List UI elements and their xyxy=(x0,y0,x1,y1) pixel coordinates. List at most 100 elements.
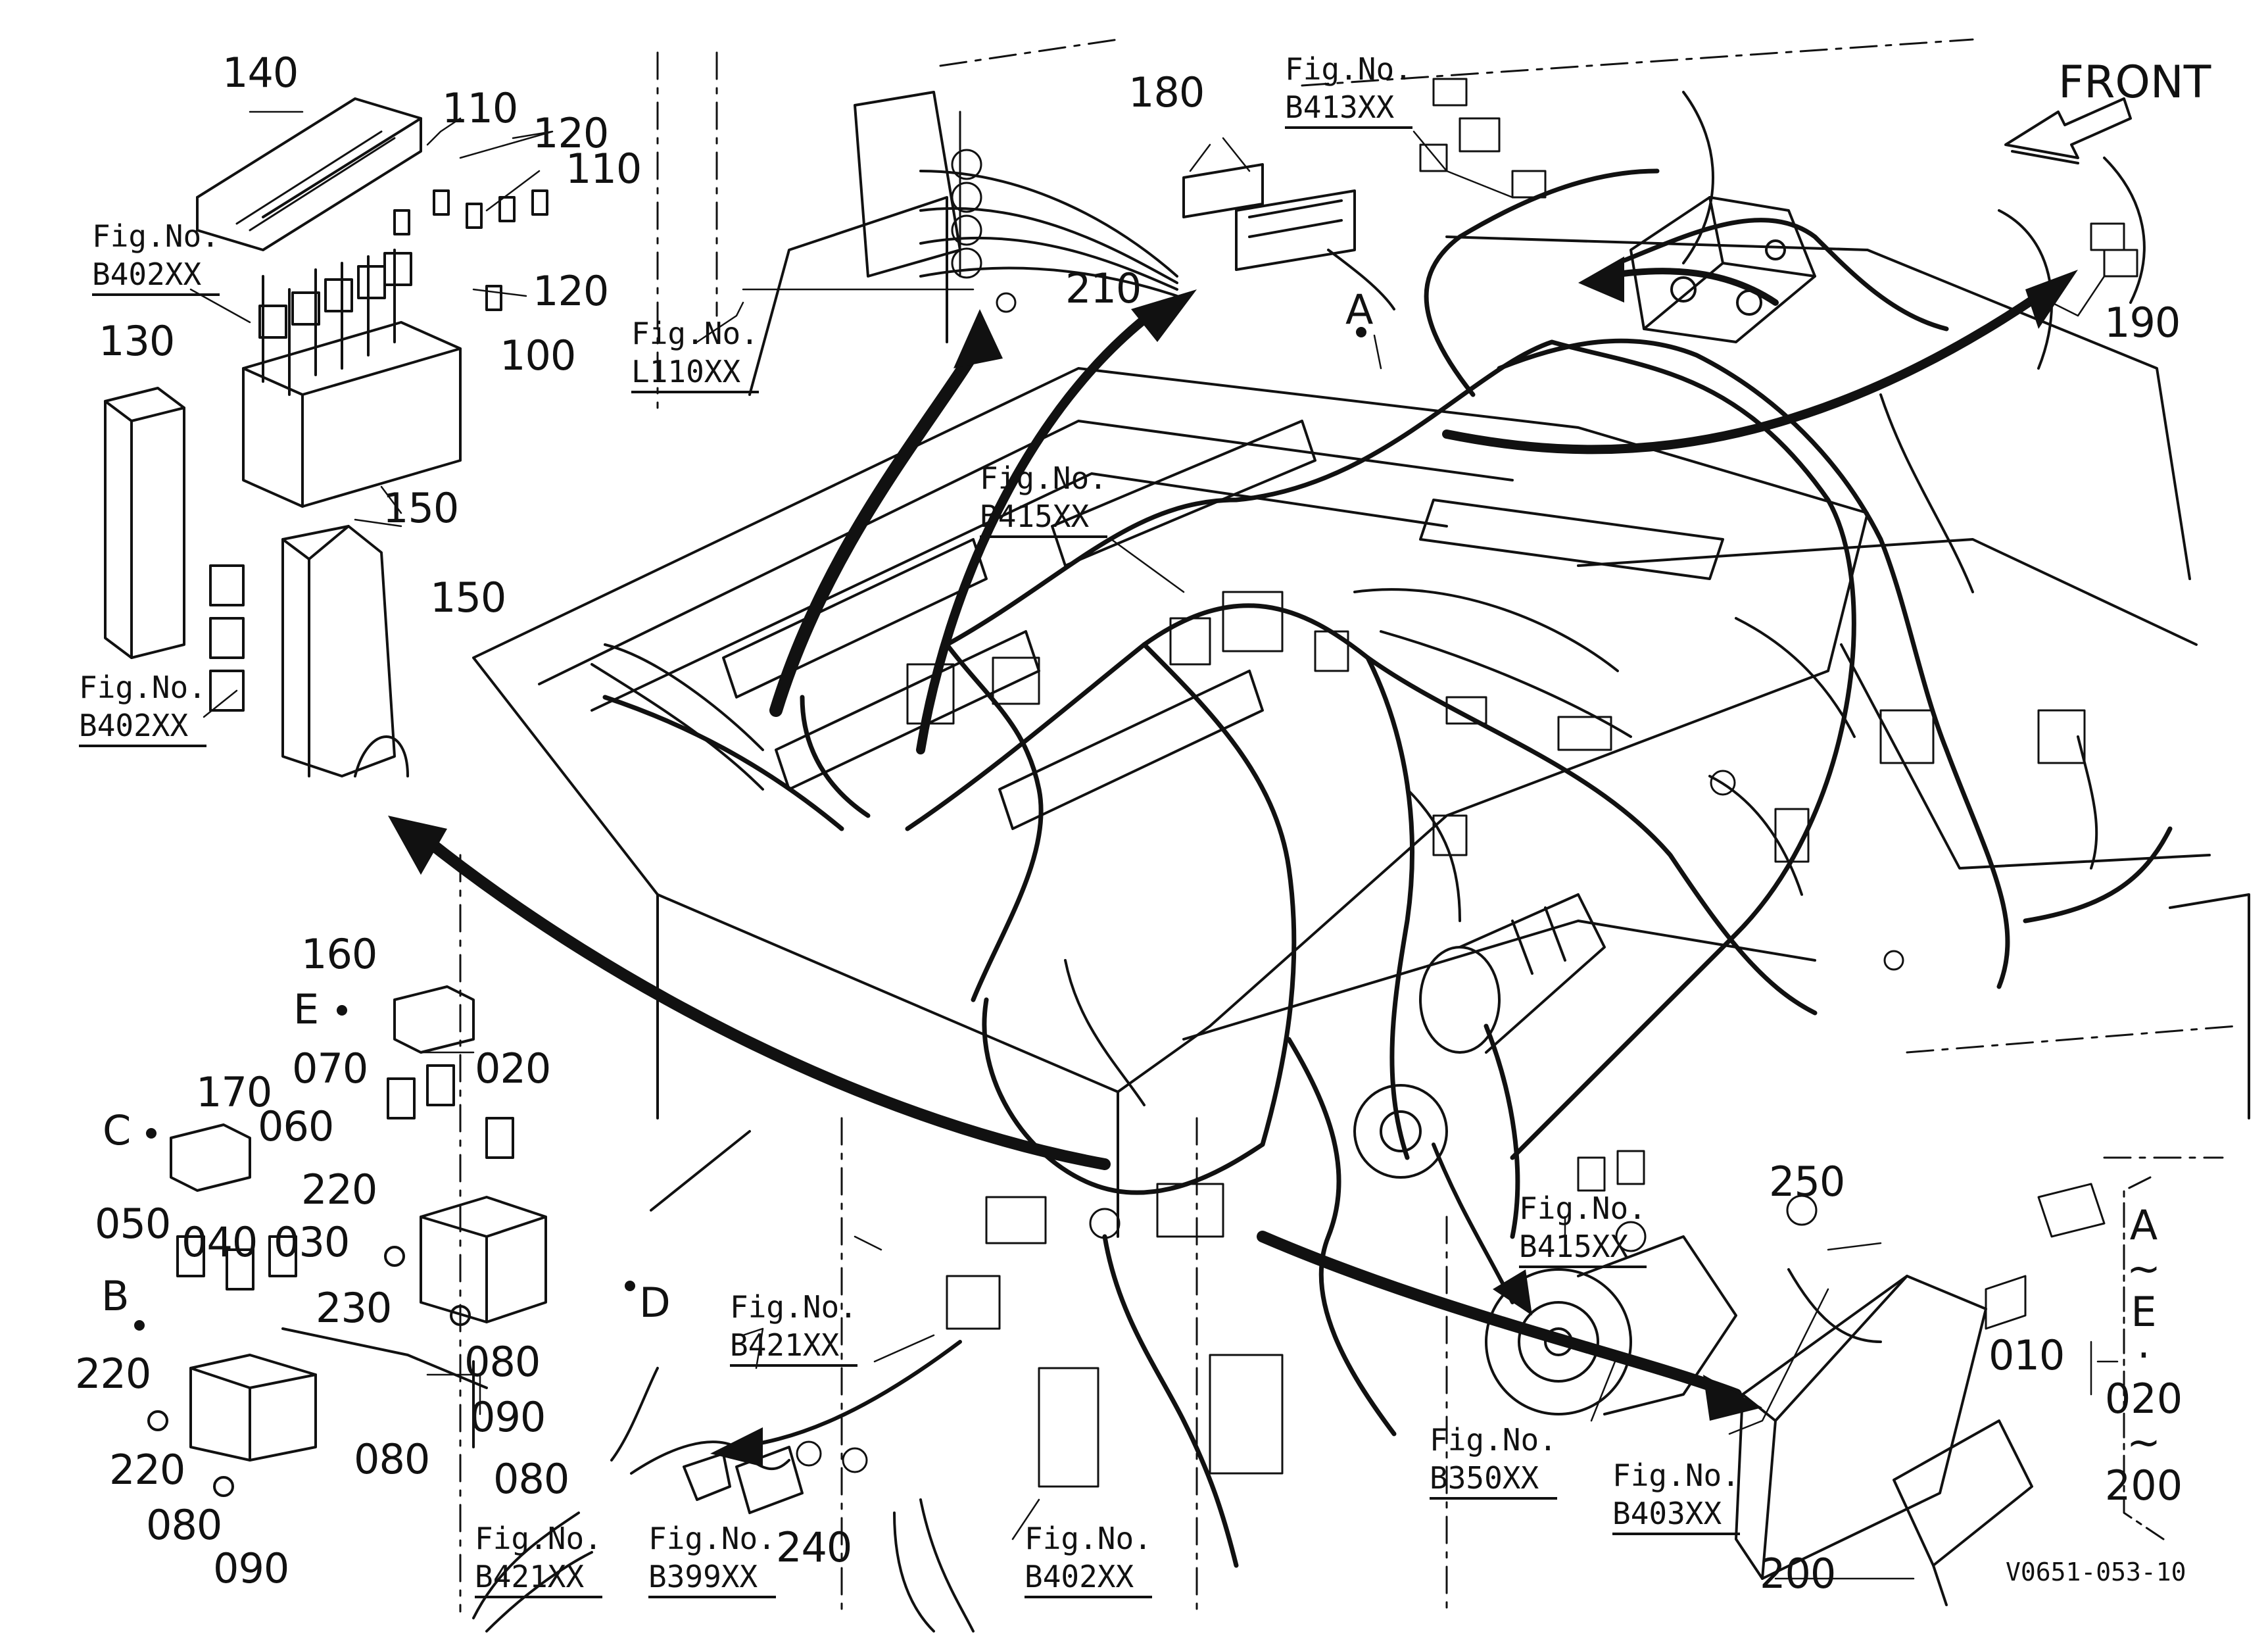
callout-C: C xyxy=(103,1106,132,1154)
front-arrow xyxy=(2004,97,2132,164)
part-label-110: 110 xyxy=(442,84,518,132)
callout-A: A xyxy=(1345,285,1374,333)
figure-reference-prefix: Fig.No. xyxy=(1430,1422,1557,1458)
legend-number: 010 xyxy=(1989,1331,2065,1379)
figure-reference-number: B403XX xyxy=(1612,1494,1740,1535)
part-label-170: 170 xyxy=(196,1068,272,1116)
figure-reference-number: B399XX xyxy=(648,1558,776,1598)
figure-reference[interactable]: Fig.No. B421XX xyxy=(475,1519,602,1598)
main-harness xyxy=(602,168,2173,1568)
part-label-070: 070 xyxy=(292,1045,368,1093)
figure-reference[interactable]: Fig.No. B415XX xyxy=(980,459,1107,538)
figure-reference[interactable]: Fig.No. B413XX xyxy=(1285,50,1412,129)
part-label-230: 230 xyxy=(316,1284,392,1332)
figure-reference-number: B415XX xyxy=(980,497,1107,538)
part-label-140: 140 xyxy=(222,49,299,97)
part-label-180: 180 xyxy=(1128,68,1205,116)
figure-reference-number: B402XX xyxy=(79,706,206,747)
part-label-190: 190 xyxy=(2104,299,2181,347)
legend-line: 200 xyxy=(2104,1462,2183,1510)
callout-dots xyxy=(134,327,1366,1331)
legend-line: ~ xyxy=(2127,1244,2161,1292)
callout-E: E xyxy=(293,985,320,1033)
part-label-130: 130 xyxy=(99,317,175,365)
callout-D: D xyxy=(639,1279,671,1327)
figure-reference-prefix: Fig.No. xyxy=(631,316,759,351)
legend-line: ~ xyxy=(2127,1418,2161,1466)
flow-arrows xyxy=(415,268,2043,1449)
figure-reference-number: B421XX xyxy=(475,1558,602,1598)
figure-reference[interactable]: Fig.No. B421XX xyxy=(730,1288,857,1367)
figure-reference[interactable]: Fig.No. B402XX xyxy=(79,668,206,747)
part-label-080: 080 xyxy=(493,1455,569,1503)
legend-range: A ~ E · 020 ~ 200 xyxy=(2098,1204,2190,1508)
part-label-120: 120 xyxy=(533,109,609,157)
figure-reference-prefix: Fig.No. xyxy=(980,460,1107,496)
figure-reference-number: B350XX xyxy=(1430,1459,1557,1500)
part-label-250: 250 xyxy=(1769,1158,1845,1206)
arrow-heads xyxy=(388,257,2078,1467)
engine-block xyxy=(472,91,2250,1238)
relay-group-lower xyxy=(147,985,804,1514)
part-label-160: 160 xyxy=(301,930,377,978)
figure-reference-prefix: Fig.No. xyxy=(1025,1521,1152,1556)
relay-holder xyxy=(209,525,409,777)
misc-connectors xyxy=(796,78,2138,1488)
figure-reference[interactable]: Fig.No. B350XX xyxy=(1430,1421,1557,1500)
figure-reference-prefix: Fig.No. xyxy=(1285,51,1412,87)
part-label-060: 060 xyxy=(258,1102,334,1150)
legend-line: 020 xyxy=(2104,1375,2183,1423)
figure-reference[interactable]: Fig.No. B402XX xyxy=(1025,1519,1152,1598)
figure-reference-number: B413XX xyxy=(1285,88,1412,129)
chassis-outline xyxy=(459,38,2237,1613)
figure-reference-number: L110XX xyxy=(631,353,759,393)
figure-reference-prefix: Fig.No. xyxy=(1519,1191,1647,1226)
figure-reference[interactable]: Fig.No. B402XX xyxy=(92,217,220,296)
part-label-150: 150 xyxy=(383,484,459,532)
front-label: FRONT xyxy=(2058,57,2211,109)
starter-motor xyxy=(1419,893,1606,1054)
part-label-150: 150 xyxy=(430,574,506,622)
part-label-220: 220 xyxy=(109,1446,185,1494)
part-label-210: 210 xyxy=(1065,264,1142,312)
figure-reference-prefix: Fig.No. xyxy=(79,670,206,705)
figure-reference-number: B421XX xyxy=(730,1326,857,1367)
figure-reference-number: B402XX xyxy=(92,255,220,296)
part-label-090: 090 xyxy=(470,1393,546,1441)
part-label-080: 080 xyxy=(146,1501,222,1549)
part-label-080: 080 xyxy=(464,1338,541,1386)
figure-reference[interactable]: Fig.No. B415XX xyxy=(1519,1189,1647,1268)
figure-reference-prefix: Fig.No. xyxy=(1612,1458,1740,1493)
part-label-220: 220 xyxy=(301,1166,377,1214)
drawing-code: V0651-053-10 xyxy=(2006,1558,2186,1586)
figure-reference[interactable]: Fig.No. B403XX xyxy=(1612,1456,1740,1535)
legend-line: E xyxy=(2131,1288,2157,1336)
part-label-220: 220 xyxy=(75,1350,151,1398)
part-label-050: 050 xyxy=(95,1200,171,1248)
figure-reference-prefix: Fig.No. xyxy=(92,218,220,254)
figure-reference-prefix: Fig.No. xyxy=(648,1521,776,1556)
leader-lines xyxy=(189,111,2119,1580)
figure-reference-number: B402XX xyxy=(1025,1558,1152,1598)
connector-block xyxy=(1182,163,1395,310)
figure-reference[interactable]: Fig.No. L110XX xyxy=(631,314,759,393)
fuse-box-assembly xyxy=(196,97,548,508)
legend-line: · xyxy=(2137,1331,2150,1379)
part-label-030: 030 xyxy=(274,1218,350,1266)
figure-reference[interactable]: Fig.No. B399XX xyxy=(648,1519,776,1598)
part-label-200: 200 xyxy=(1760,1550,1836,1598)
part-label-040: 040 xyxy=(181,1218,258,1266)
part-label-240: 240 xyxy=(776,1523,852,1571)
part-label-080: 080 xyxy=(354,1435,430,1483)
part-label-020: 020 xyxy=(475,1045,551,1093)
part-label-110: 110 xyxy=(566,145,642,193)
legend-bracket xyxy=(2123,1176,2165,1540)
legend-line: A xyxy=(2129,1201,2158,1249)
part-label-120: 120 xyxy=(533,267,609,315)
figure-reference-prefix: Fig.No. xyxy=(475,1521,602,1556)
callout-B: B xyxy=(101,1272,130,1320)
part-label-100: 100 xyxy=(500,332,576,380)
fuse-box-cover xyxy=(104,387,185,659)
figure-reference-prefix: Fig.No. xyxy=(730,1289,857,1325)
